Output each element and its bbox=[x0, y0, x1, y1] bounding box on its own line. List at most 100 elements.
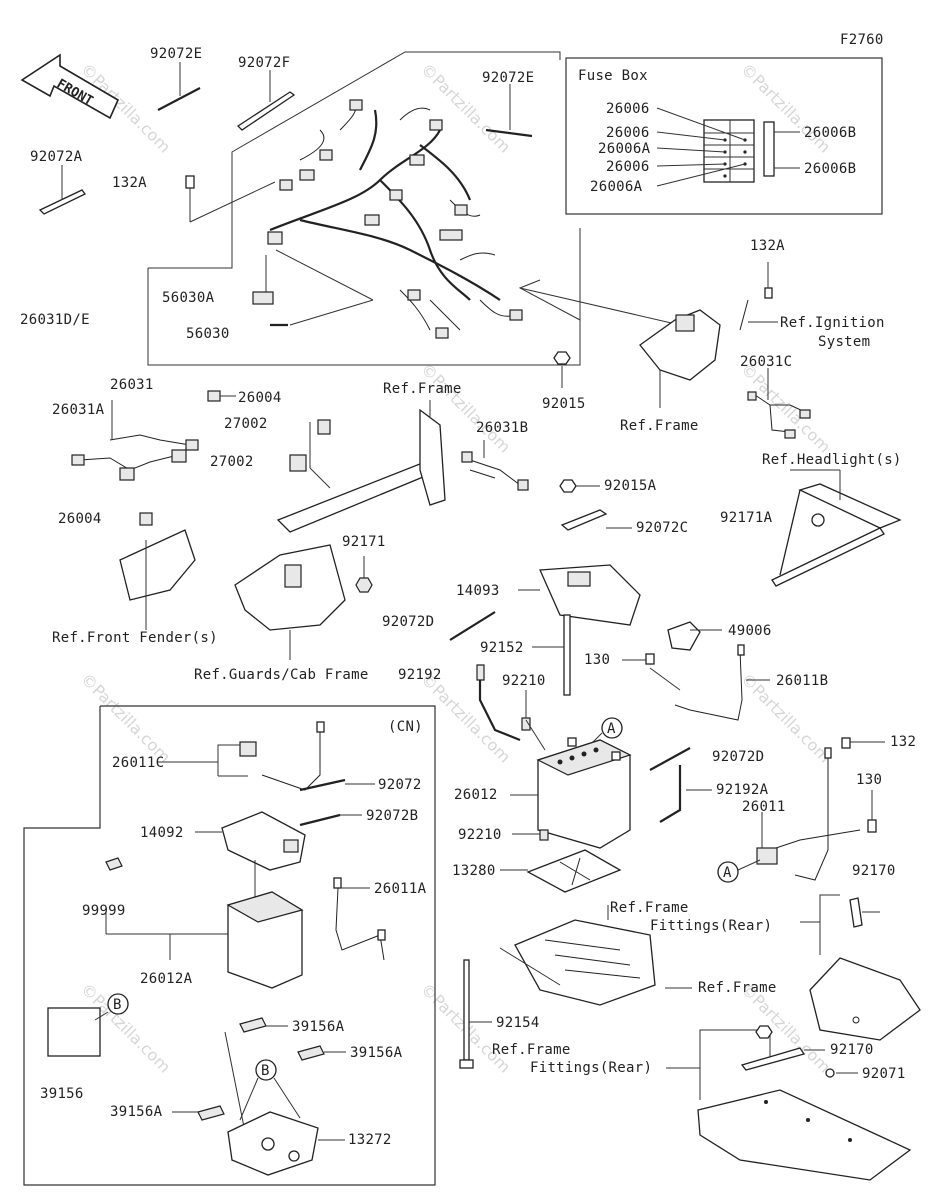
ref-frame-fittings-label: Ref.Frame bbox=[610, 900, 689, 916]
rear-fittings-upper bbox=[800, 894, 921, 1041]
ref-guards-label: Ref.Guards/Cab Frame bbox=[194, 667, 369, 683]
label-92072A: 92072A bbox=[30, 149, 83, 165]
label-26006B: 26006B bbox=[804, 125, 856, 141]
label-92015A: 92015A bbox=[604, 478, 657, 494]
label-39156A: 39156A bbox=[350, 1045, 403, 1061]
label-92071: 92071 bbox=[862, 1066, 906, 1082]
label-92072B: 92072B bbox=[366, 808, 418, 824]
fuse-box bbox=[565, 57, 883, 215]
battery-26012 bbox=[510, 737, 691, 849]
label-92210: 92210 bbox=[502, 673, 546, 689]
label-92015: 92015 bbox=[542, 396, 586, 412]
label-26031: 26031 bbox=[110, 377, 154, 393]
ref-frame-fittings-rear-label: Fittings(Rear) bbox=[530, 1060, 652, 1076]
label-13272: 13272 bbox=[348, 1132, 392, 1148]
label-27002: 27002 bbox=[224, 416, 268, 432]
label-26011C: 26011C bbox=[112, 755, 164, 771]
label-92210: 92210 bbox=[458, 827, 502, 843]
label-132: 132 bbox=[890, 734, 916, 750]
label-130: 130 bbox=[584, 652, 610, 668]
harness-26031 bbox=[71, 400, 199, 481]
label-26006B: 26006B bbox=[804, 161, 856, 177]
harness-26031B bbox=[461, 440, 529, 491]
ref-frame-label: Ref.Frame bbox=[383, 381, 462, 397]
label-26006A: 26006A bbox=[590, 179, 643, 195]
watermark-text: ©Partzilla.com bbox=[77, 669, 174, 766]
front-fender bbox=[119, 512, 196, 630]
callout-b-center: B bbox=[261, 1063, 270, 1079]
label-26031C: 26031C bbox=[740, 354, 792, 370]
label-92171A: 92171A bbox=[720, 510, 773, 526]
label-14093: 14093 bbox=[456, 583, 500, 599]
label-49006: 49006 bbox=[728, 623, 772, 639]
label-92170: 92170 bbox=[830, 1042, 874, 1058]
harness-26031C bbox=[747, 368, 811, 439]
label-39156A: 39156A bbox=[110, 1104, 163, 1120]
callout-a-top: A bbox=[607, 721, 616, 737]
label-26011: 26011 bbox=[742, 799, 786, 815]
labels: 92072E 92072F 92072E 92072A 132A 26031D/… bbox=[20, 46, 916, 1148]
label-13280: 13280 bbox=[452, 863, 496, 879]
label-39156: 39156 bbox=[40, 1086, 84, 1102]
callout-a-bottom: A bbox=[723, 865, 732, 881]
cn-box-title: (CN) bbox=[388, 719, 423, 735]
label-92072C: 92072C bbox=[636, 520, 688, 536]
label-92072E: 92072E bbox=[482, 70, 534, 86]
label-27002: 27002 bbox=[210, 454, 254, 470]
label-92170: 92170 bbox=[852, 863, 896, 879]
ref-frame-label: Ref.Frame bbox=[620, 418, 699, 434]
headlight-frame bbox=[771, 469, 902, 587]
label-56030A: 56030A bbox=[162, 290, 215, 306]
label-26011A: 26011A bbox=[374, 881, 427, 897]
label-92072E: 92072E bbox=[150, 46, 202, 62]
battery-holder-14093 bbox=[449, 479, 641, 696]
label-26031DE: 26031D/E bbox=[20, 312, 90, 328]
label-92192A: 92192A bbox=[716, 782, 769, 798]
label-56030: 56030 bbox=[186, 326, 230, 342]
label-132A: 132A bbox=[750, 238, 785, 254]
fuse-box-title: Fuse Box bbox=[578, 68, 648, 84]
rear-fittings-lower bbox=[666, 1025, 912, 1181]
ref-frame-label: Ref.Frame bbox=[698, 980, 777, 996]
cable-ties-top bbox=[38, 62, 533, 215]
label-39156A: 39156A bbox=[292, 1019, 345, 1035]
label-26012A: 26012A bbox=[140, 971, 193, 987]
label-92072: 92072 bbox=[378, 777, 422, 793]
label-26031A: 26031A bbox=[52, 402, 105, 418]
guards-cab-frame bbox=[234, 544, 373, 660]
label-26004: 26004 bbox=[58, 511, 102, 527]
label-26012: 26012 bbox=[454, 787, 498, 803]
ref-frame-fittings-rear-label: Fittings(Rear) bbox=[650, 918, 772, 934]
ref-ignition-label: Ref.Ignition bbox=[780, 315, 885, 331]
watermark-text: ©Partzilla.com bbox=[737, 359, 834, 456]
label-26006: 26006 bbox=[606, 159, 650, 175]
label-26004: 26004 bbox=[238, 390, 282, 406]
label-92171: 92171 bbox=[342, 534, 386, 550]
label-26011B: 26011B bbox=[776, 673, 828, 689]
figure-code: F2760 bbox=[840, 32, 884, 48]
label-99999: 99999 bbox=[82, 903, 126, 919]
label-26031B: 26031B bbox=[476, 420, 528, 436]
label-26006: 26006 bbox=[606, 101, 650, 117]
ref-frame-fittings-label: Ref.Frame bbox=[492, 1042, 571, 1058]
label-132A: 132A bbox=[112, 175, 147, 191]
rear-frame-lower bbox=[499, 905, 692, 1006]
label-92152: 92152 bbox=[480, 640, 524, 656]
label-92192: 92192 bbox=[398, 667, 442, 683]
callout-b-left: B bbox=[113, 997, 122, 1013]
label-130: 130 bbox=[856, 772, 882, 788]
ref-headlights-label: Ref.Headlight(s) bbox=[762, 452, 902, 468]
watermark-text: ©Partzilla.com bbox=[417, 669, 514, 766]
label-92072D: 92072D bbox=[712, 749, 764, 765]
ref-ignition-system-label: System bbox=[818, 334, 870, 350]
ignition-frame-bracket bbox=[518, 228, 778, 408]
ref-front-fender-label: Ref.Front Fender(s) bbox=[52, 630, 218, 646]
label-92154: 92154 bbox=[496, 1015, 540, 1031]
label-14092: 14092 bbox=[140, 825, 184, 841]
label-92072F: 92072F bbox=[238, 55, 290, 71]
cn-box: B B bbox=[23, 705, 436, 1186]
label-26006A: 26006A bbox=[598, 141, 651, 157]
frame-rail bbox=[276, 400, 446, 533]
label-92072D: 92072D bbox=[382, 614, 434, 630]
